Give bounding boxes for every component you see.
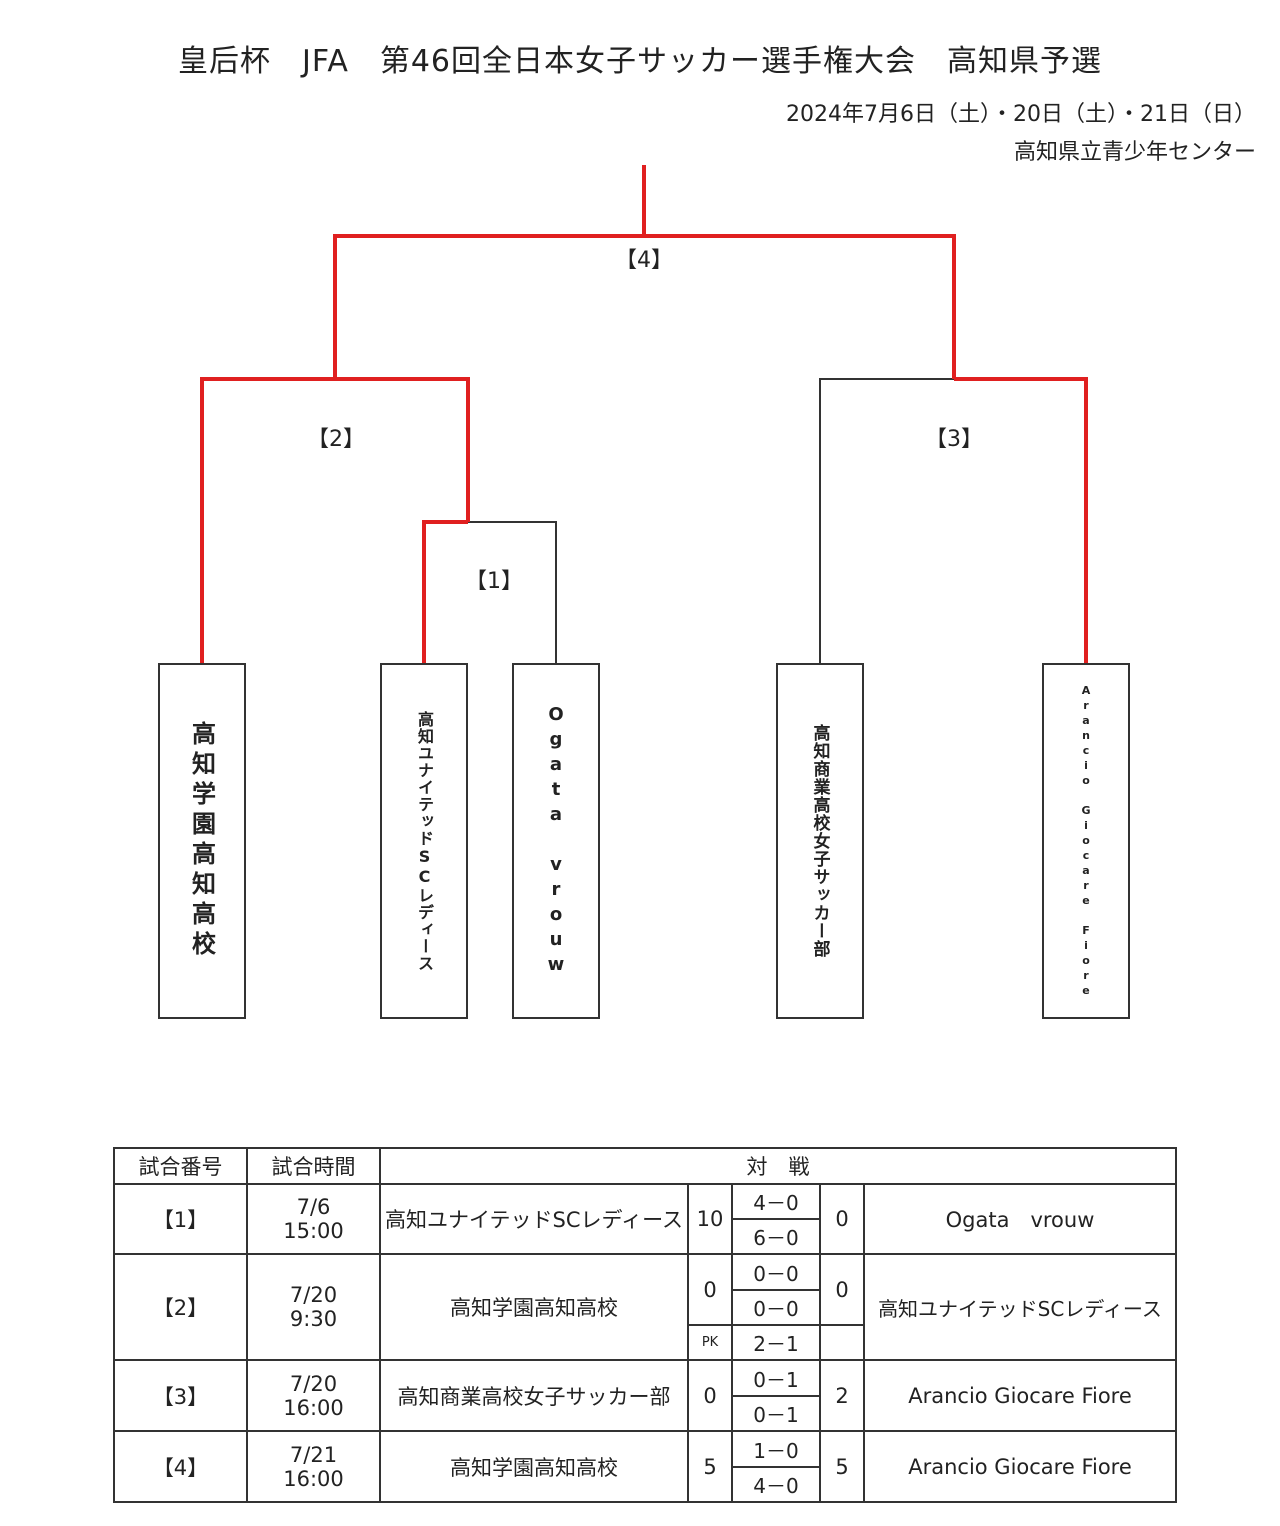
bracket-line-m2-loser — [335, 377, 470, 522]
event-dates: 2024年7月6日（土）・20日（土）・21日（日） — [786, 102, 1256, 127]
team-box-4: 高知商業高校女子サッカー部 — [776, 663, 864, 1019]
team2-score: 2 — [819, 1359, 865, 1432]
half2-score: 4－0 — [731, 1466, 821, 1503]
results-header-row: 試合番号 試合時間 対 戦 — [113, 1147, 1177, 1185]
header-match-time: 試合時間 — [246, 1147, 381, 1185]
team2-name: Arancio Giocare Fiore — [863, 1430, 1177, 1503]
match-no: 【2】 — [113, 1253, 248, 1361]
team1-score: 0 — [687, 1253, 733, 1326]
bracket-line-m1-winner — [422, 520, 468, 663]
half2-score: 0－1 — [731, 1395, 821, 1432]
team-name-2: 高知ユナイテッドSCレディース — [415, 710, 434, 972]
bracket-line-m1-loser — [468, 521, 557, 663]
bracket-line-final-right — [644, 234, 956, 379]
half1-score: 1－0 — [731, 1430, 821, 1468]
team1-score: 0 — [687, 1359, 733, 1432]
team1-name: 高知ユナイテッドSCレディース — [379, 1183, 689, 1255]
team2-score: 0 — [819, 1253, 865, 1326]
match-label-4: 【4】 — [615, 248, 673, 273]
team2-score: 0 — [819, 1183, 865, 1255]
half1-score: 0－0 — [731, 1253, 821, 1291]
table-row: 4－0 — [114, 1466, 1176, 1503]
match-label-3: 【3】 — [925, 427, 983, 452]
match-no: 【4】 — [113, 1430, 248, 1503]
pk-score: 2－1 — [731, 1324, 821, 1361]
match-no: 【3】 — [113, 1359, 248, 1432]
team2-name: Arancio Giocare Fiore — [863, 1359, 1177, 1432]
pk-label: PK — [687, 1324, 733, 1361]
team2-name: Ogata vrouw — [863, 1183, 1177, 1255]
header-match-no: 試合番号 — [113, 1147, 248, 1185]
team1-name: 高知学園高知高校 — [379, 1253, 689, 1361]
bracket-line-m2-winner — [200, 377, 335, 663]
team2-name: 高知ユナイテッドSCレディース — [863, 1253, 1177, 1361]
page-title: 皇后杯 JFA 第46回全日本女子サッカー選手権大会 高知県予選 — [177, 44, 1103, 79]
table-row: PK 2－1 — [114, 1324, 1176, 1361]
match-no: 【1】 — [113, 1183, 248, 1255]
table-row: 0－0 — [114, 1289, 1176, 1326]
table-row: 6－0 — [114, 1218, 1176, 1255]
team-box-3: Ogata vrouw — [512, 663, 600, 1019]
bracket-line-m3-loser — [819, 378, 954, 663]
team1-name: 高知学園高知高校 — [379, 1430, 689, 1503]
bracket-lines — [200, 165, 1088, 663]
team1-score: 10 — [687, 1183, 733, 1255]
team-name-5: Arancio Giocare Fiore — [1079, 683, 1093, 999]
team2-score: 5 — [819, 1430, 865, 1503]
team-box-1: 高知学園高知高校 — [158, 663, 246, 1019]
table-row: 0－1 — [114, 1395, 1176, 1432]
half1-score: 4－0 — [731, 1183, 821, 1220]
bracket-line-m3-winner — [954, 377, 1088, 663]
team1-name: 高知商業高校女子サッカー部 — [379, 1359, 689, 1432]
event-venue: 高知県立青少年センター — [1013, 140, 1256, 165]
team1-score: 5 — [687, 1430, 733, 1503]
match-label-2: 【2】 — [307, 427, 365, 452]
team-box-2: 高知ユナイテッドSCレディース — [380, 663, 468, 1019]
half2-score: 0－0 — [731, 1289, 821, 1326]
team-name-4: 高知商業高校女子サッカー部 — [809, 724, 830, 958]
header-matchup: 対 戦 — [379, 1147, 1177, 1185]
half1-score: 0－1 — [731, 1359, 821, 1397]
team-name-3: Ogata vrouw — [545, 703, 567, 979]
half2-score: 6－0 — [731, 1218, 821, 1255]
bracket-line-final-left — [333, 234, 644, 379]
match-label-1: 【1】 — [465, 569, 523, 594]
team-box-5: Arancio Giocare Fiore — [1042, 663, 1130, 1019]
pk-empty — [819, 1324, 865, 1361]
team-name-1: 高知学園高知高校 — [187, 721, 216, 961]
